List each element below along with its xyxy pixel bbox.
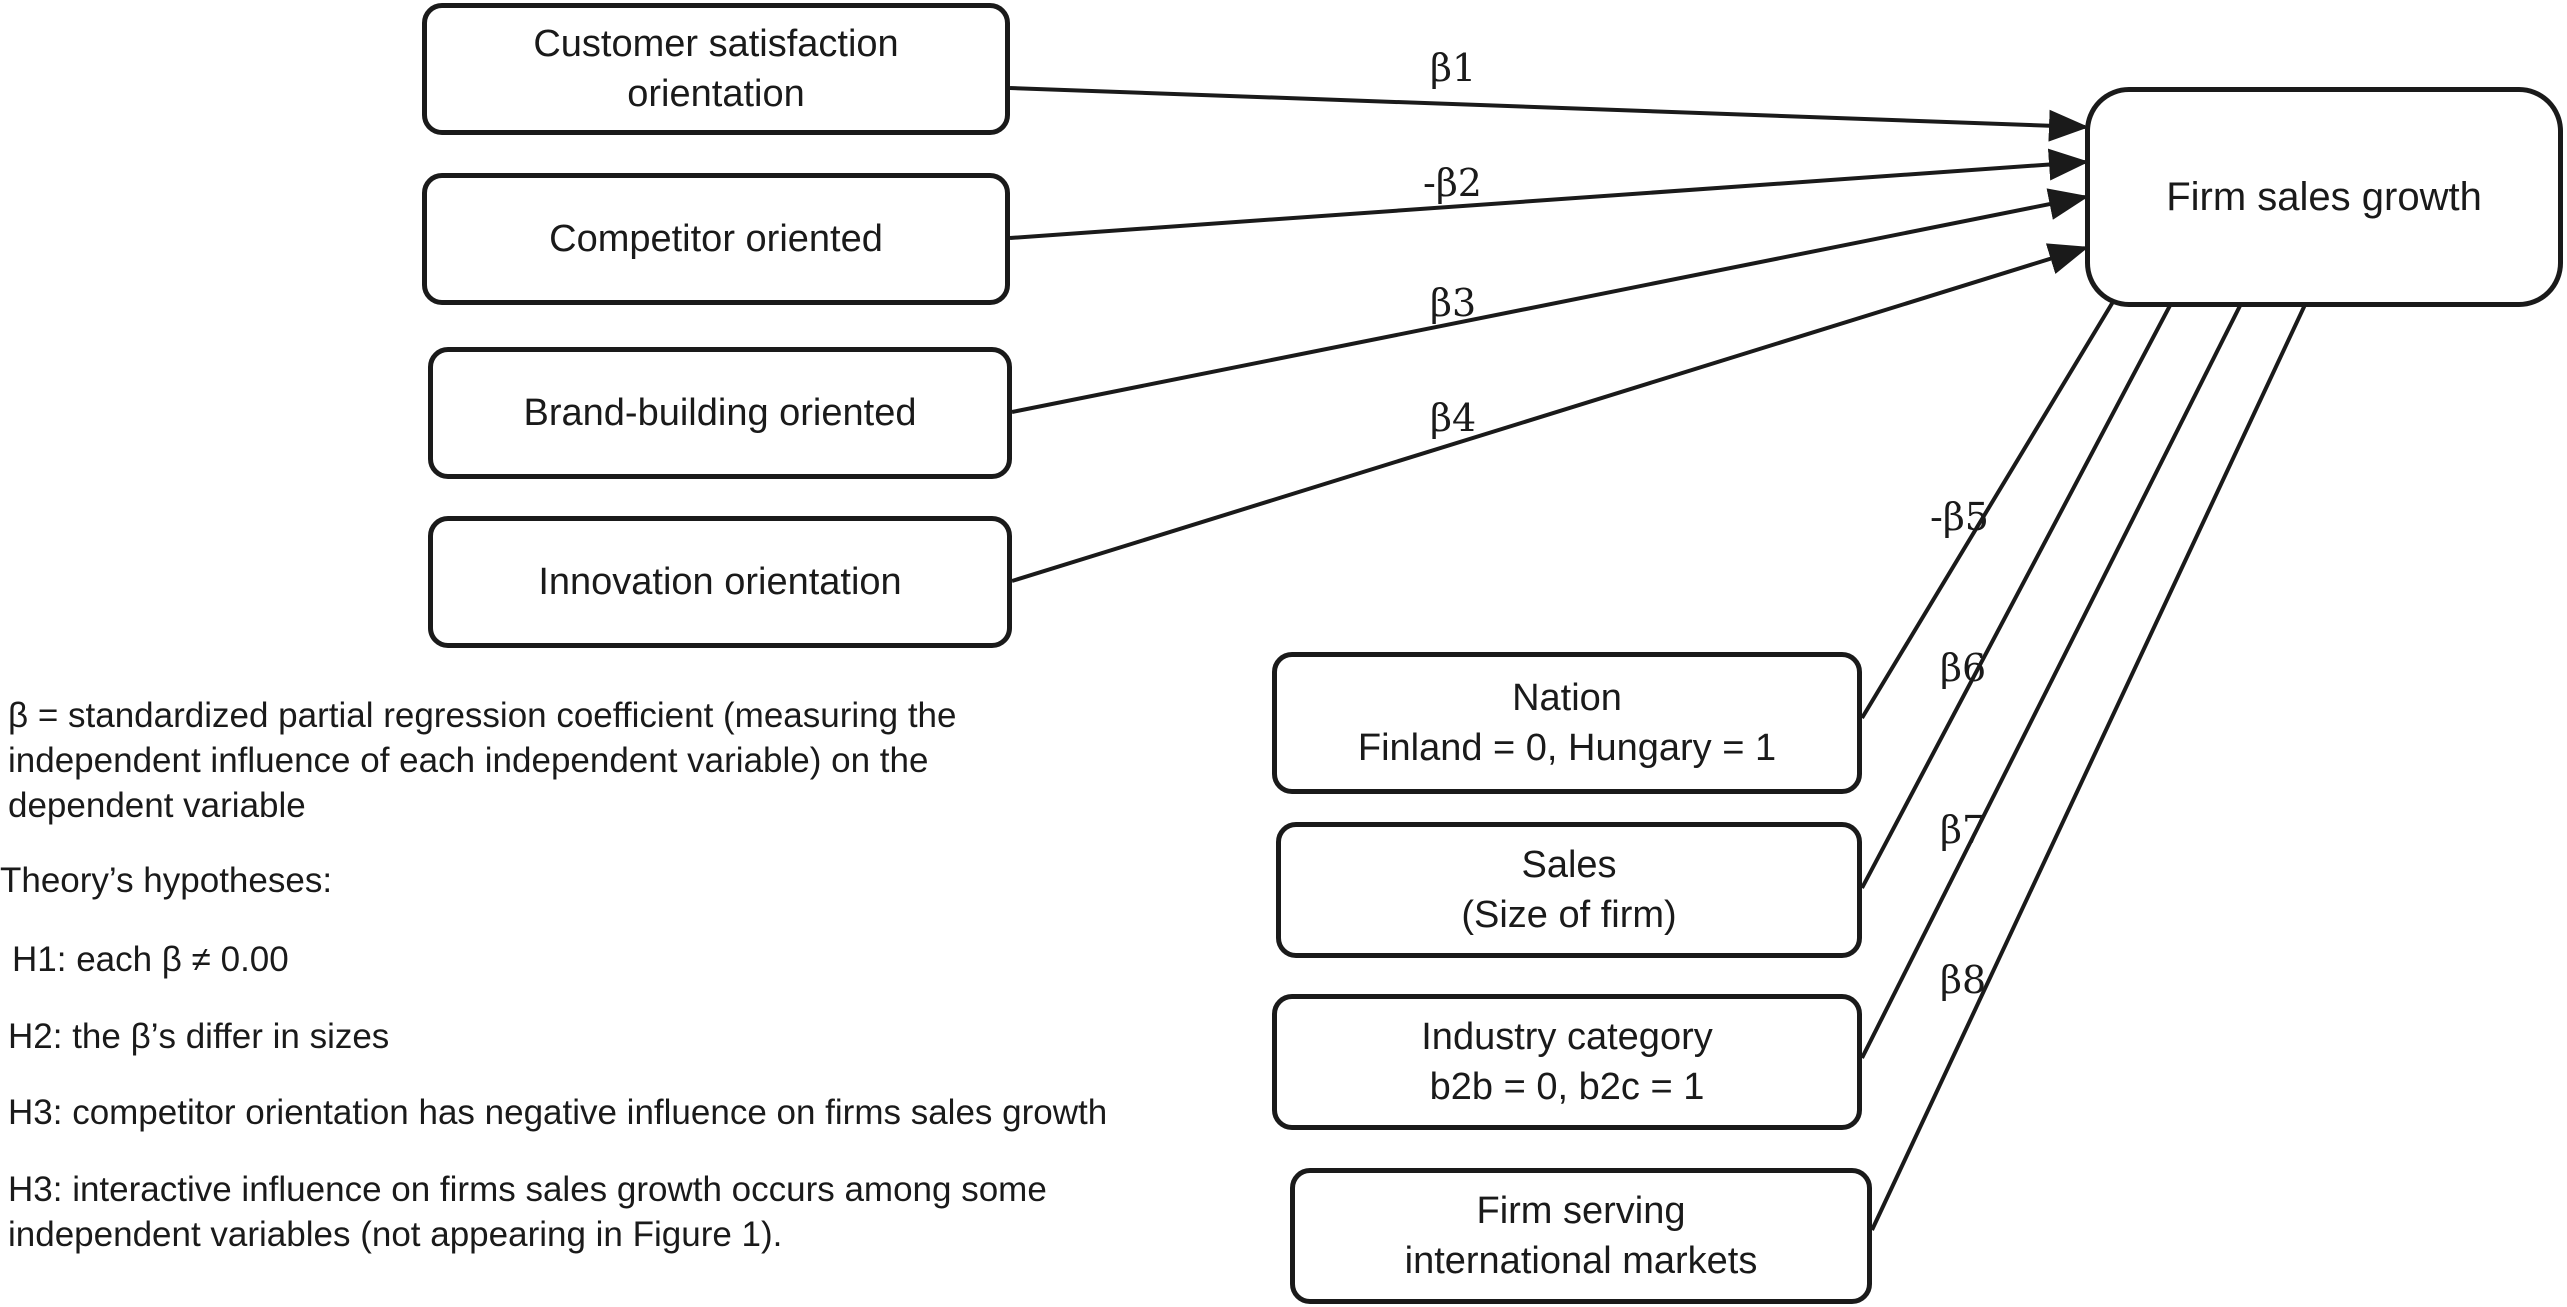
node-label-line: Firm serving xyxy=(1476,1190,1686,1232)
node-sales-size: Sales (Size of firm) xyxy=(1276,822,1862,958)
node-label-line: orientation xyxy=(627,73,805,115)
note-line: independent influence of each independen… xyxy=(8,741,929,780)
hypothesis-h3-competitor: H3: competitor orientation has negative … xyxy=(8,1093,1108,1132)
node-nation: Nation Finland = 0, Hungary = 1 xyxy=(1272,652,1862,794)
arrow-beta1 xyxy=(1009,86,2089,142)
arrow-beta8 xyxy=(1870,258,2327,1231)
node-label-line: b2b = 0, b2c = 1 xyxy=(1429,1066,1705,1108)
note-line: H3: interactive influence on firms sales… xyxy=(8,1170,1047,1209)
label-beta6: β6 xyxy=(1940,646,1987,690)
note-line: β = standardized partial regression coef… xyxy=(8,696,957,735)
label-beta2: -β2 xyxy=(1423,161,1482,205)
note-line: dependent variable xyxy=(8,786,306,825)
label-beta8: β8 xyxy=(1940,958,1987,1002)
label-beta7: β7 xyxy=(1940,808,1987,852)
hypothesis-h3-interactive: H3: interactive influence on firms sales… xyxy=(8,1167,1047,1257)
node-label-line: Finland = 0, Hungary = 1 xyxy=(1357,727,1777,769)
node-label-line: Customer satisfaction xyxy=(533,23,899,65)
node-label-line: Nation xyxy=(1512,677,1622,719)
arrow-beta2 xyxy=(1009,148,2089,240)
node-competitor-oriented: Competitor oriented xyxy=(422,173,1010,305)
node-label-line: Industry category xyxy=(1421,1016,1713,1058)
label-beta3: β3 xyxy=(1430,281,1477,325)
node-label-line: Brand-building oriented xyxy=(523,392,917,434)
node-international-markets: Firm serving international markets xyxy=(1290,1168,1872,1304)
arrow-beta6 xyxy=(1860,258,2195,889)
node-label-line: Innovation orientation xyxy=(538,561,902,603)
note-line: independent variables (not appearing in … xyxy=(8,1215,783,1254)
label-beta4: β4 xyxy=(1430,396,1477,440)
arrow-beta3 xyxy=(1011,188,2089,414)
arrow-beta7 xyxy=(1860,258,2264,1059)
hypothesis-h2: H2: the β’s differ in sizes xyxy=(8,1017,390,1056)
label-beta1: β1 xyxy=(1430,46,1477,90)
hypothesis-h1: H1: each β ≠ 0.00 xyxy=(12,940,289,979)
node-label-line: Competitor oriented xyxy=(549,218,883,260)
node-label-line: Firm sales growth xyxy=(2166,175,2482,219)
arrow-beta5 xyxy=(1860,258,2140,720)
node-brand-building: Brand-building oriented xyxy=(428,347,1012,479)
arrow-beta4 xyxy=(1011,243,2089,583)
node-innovation-orientation: Innovation orientation xyxy=(428,516,1012,648)
node-customer-satisfaction: Customer satisfaction orientation xyxy=(422,3,1010,135)
node-firm-sales-growth: Firm sales growth xyxy=(2085,87,2563,307)
label-beta5: -β5 xyxy=(1930,495,1989,539)
node-industry-category: Industry category b2b = 0, b2c = 1 xyxy=(1272,994,1862,1130)
node-label-line: international markets xyxy=(1404,1240,1758,1282)
node-label-line: Sales xyxy=(1521,844,1617,886)
hypotheses-title: Theory’s hypotheses: xyxy=(0,861,333,900)
node-label-line: (Size of firm) xyxy=(1461,894,1677,936)
definition-note: β = standardized partial regression coef… xyxy=(8,693,956,828)
